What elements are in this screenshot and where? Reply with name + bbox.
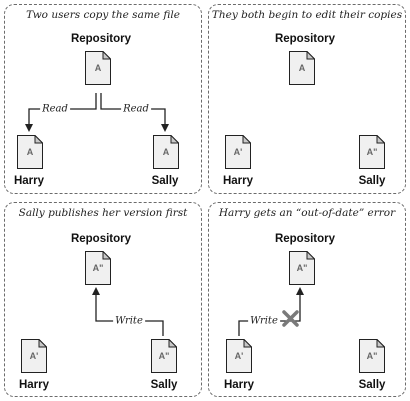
harry-file-icon: A' [226, 339, 252, 373]
harry-label: Harry [13, 175, 45, 187]
repository-label: Repository [70, 33, 132, 45]
repo-file-icon: A" [289, 251, 315, 285]
harry-file-icon: A' [225, 135, 251, 169]
harry-label: Harry [18, 379, 50, 391]
panel-edit: They both begin to edit their copies Rep… [208, 4, 406, 194]
file-version: A" [158, 351, 170, 361]
panel-title: Sally publishes her version first [18, 207, 188, 219]
panel-sally-publishes: Sally publishes her version first Reposi… [4, 202, 202, 397]
write-arrow-label: Write [248, 315, 280, 327]
file-version: A [26, 147, 34, 157]
file-version: A" [296, 263, 308, 273]
sally-label: Sally [358, 379, 386, 391]
sally-label: Sally [358, 175, 386, 187]
repository-label: Repository [70, 233, 132, 245]
harry-label: Harry [223, 379, 255, 391]
write-arrow-label: Write [113, 315, 145, 327]
sally-file-icon: A [153, 135, 179, 169]
file-version: A" [366, 147, 378, 157]
sally-file-icon: A" [359, 135, 385, 169]
panel-title: Two users copy the same file [26, 9, 180, 21]
sally-label: Sally [151, 175, 179, 187]
repo-file-icon: A" [85, 251, 111, 285]
repository-label: Repository [274, 233, 336, 245]
sally-file-icon: A" [359, 339, 385, 373]
repository-label: Repository [274, 33, 336, 45]
file-version: A [94, 63, 102, 73]
panel-title: Harry gets an “out-of-date” error [218, 207, 396, 219]
x-mark-icon [282, 310, 299, 327]
repo-file-icon: A [85, 51, 111, 85]
panel-title: They both begin to edit their copies [211, 9, 403, 21]
harry-file-icon: A' [21, 339, 47, 373]
panel-out-of-date-error: Harry gets an “out-of-date” error Reposi… [208, 202, 406, 397]
harry-file-icon: A [17, 135, 43, 169]
panel-copy: Two users copy the same file Repository … [4, 4, 202, 194]
arrow-head [161, 124, 169, 132]
arrow-head [92, 287, 100, 295]
file-version: A [298, 63, 306, 73]
sally-file-icon: A" [151, 339, 177, 373]
sally-label: Sally [150, 379, 178, 391]
file-version: A' [29, 351, 39, 361]
repo-file-icon: A [289, 51, 315, 85]
file-version: A' [234, 351, 244, 361]
file-version: A" [92, 263, 104, 273]
read-arrow-label: Read [40, 103, 70, 115]
harry-label: Harry [222, 175, 254, 187]
read-arrow-label: Read [121, 103, 151, 115]
file-version: A" [366, 351, 378, 361]
arrow-head [296, 287, 304, 295]
file-version: A' [233, 147, 243, 157]
arrow-head [25, 124, 33, 132]
file-version: A [162, 147, 170, 157]
